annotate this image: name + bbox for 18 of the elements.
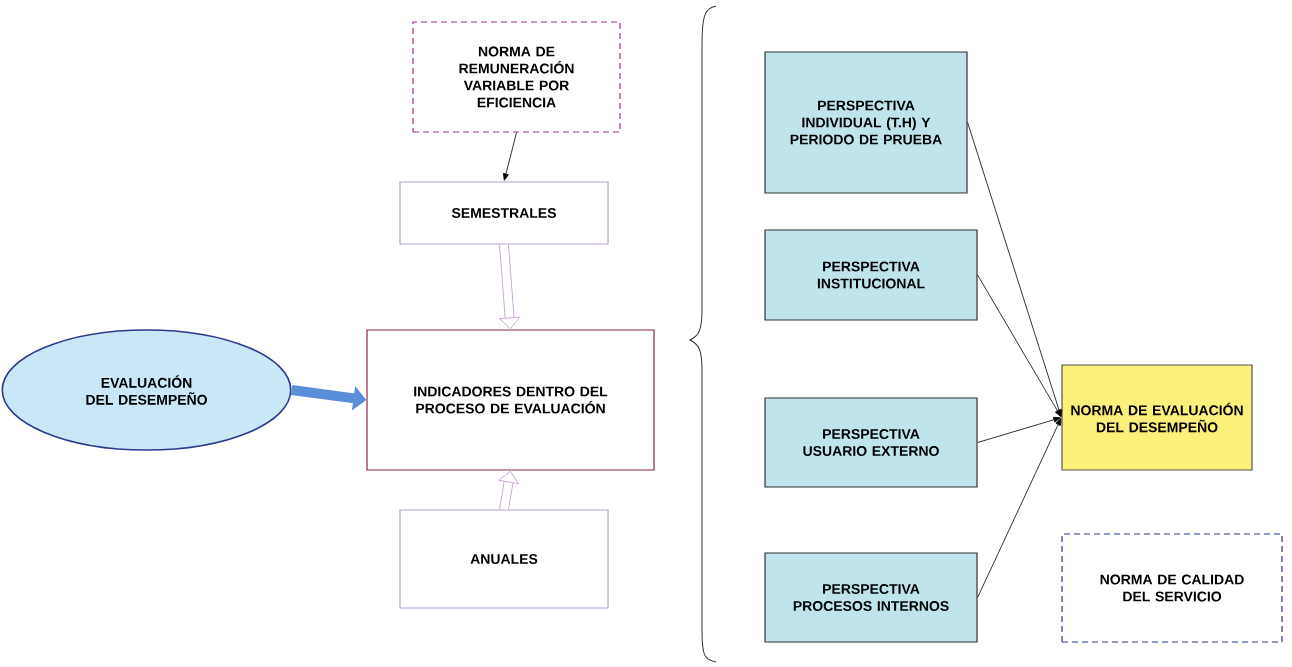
arrow [977,416,1061,443]
arrow [977,418,1062,598]
process-box: NORMA DE REMUNERACIÓN VARIABLE POR EFICIENCIA [412,21,621,133]
process-box: PERSPECTIVA INDIVIDUAL (T.H) Y PERIODO DE PRUEBA [764,51,968,194]
process-box: NORMA DE EVALUACIÓN DEL DESEMPEÑO [1061,364,1253,471]
ellipse-node: EVALUACIÓN DEL DESEMPEÑO [1,329,292,451]
process-box: SEMESTRALES [399,181,609,245]
arrow [967,122,1062,417]
process-box: PERSPECTIVA USUARIO EXTERNO [764,397,978,488]
process-box: PERSPECTIVA PROCESOS INTERNOS [764,552,978,643]
arrow [498,470,519,511]
process-box: NORMA DE CALIDAD DEL SERVICIO [1061,533,1283,643]
arrow [977,274,1062,417]
process-box: PERSPECTIVA INSTITUCIONAL [764,229,978,321]
arrow [503,132,517,181]
arrow [499,244,521,330]
process-box: ANUALES [399,509,609,609]
process-box: INDICADORES DENTRO DEL PROCESO DE EVALUACIÓN [366,329,655,471]
